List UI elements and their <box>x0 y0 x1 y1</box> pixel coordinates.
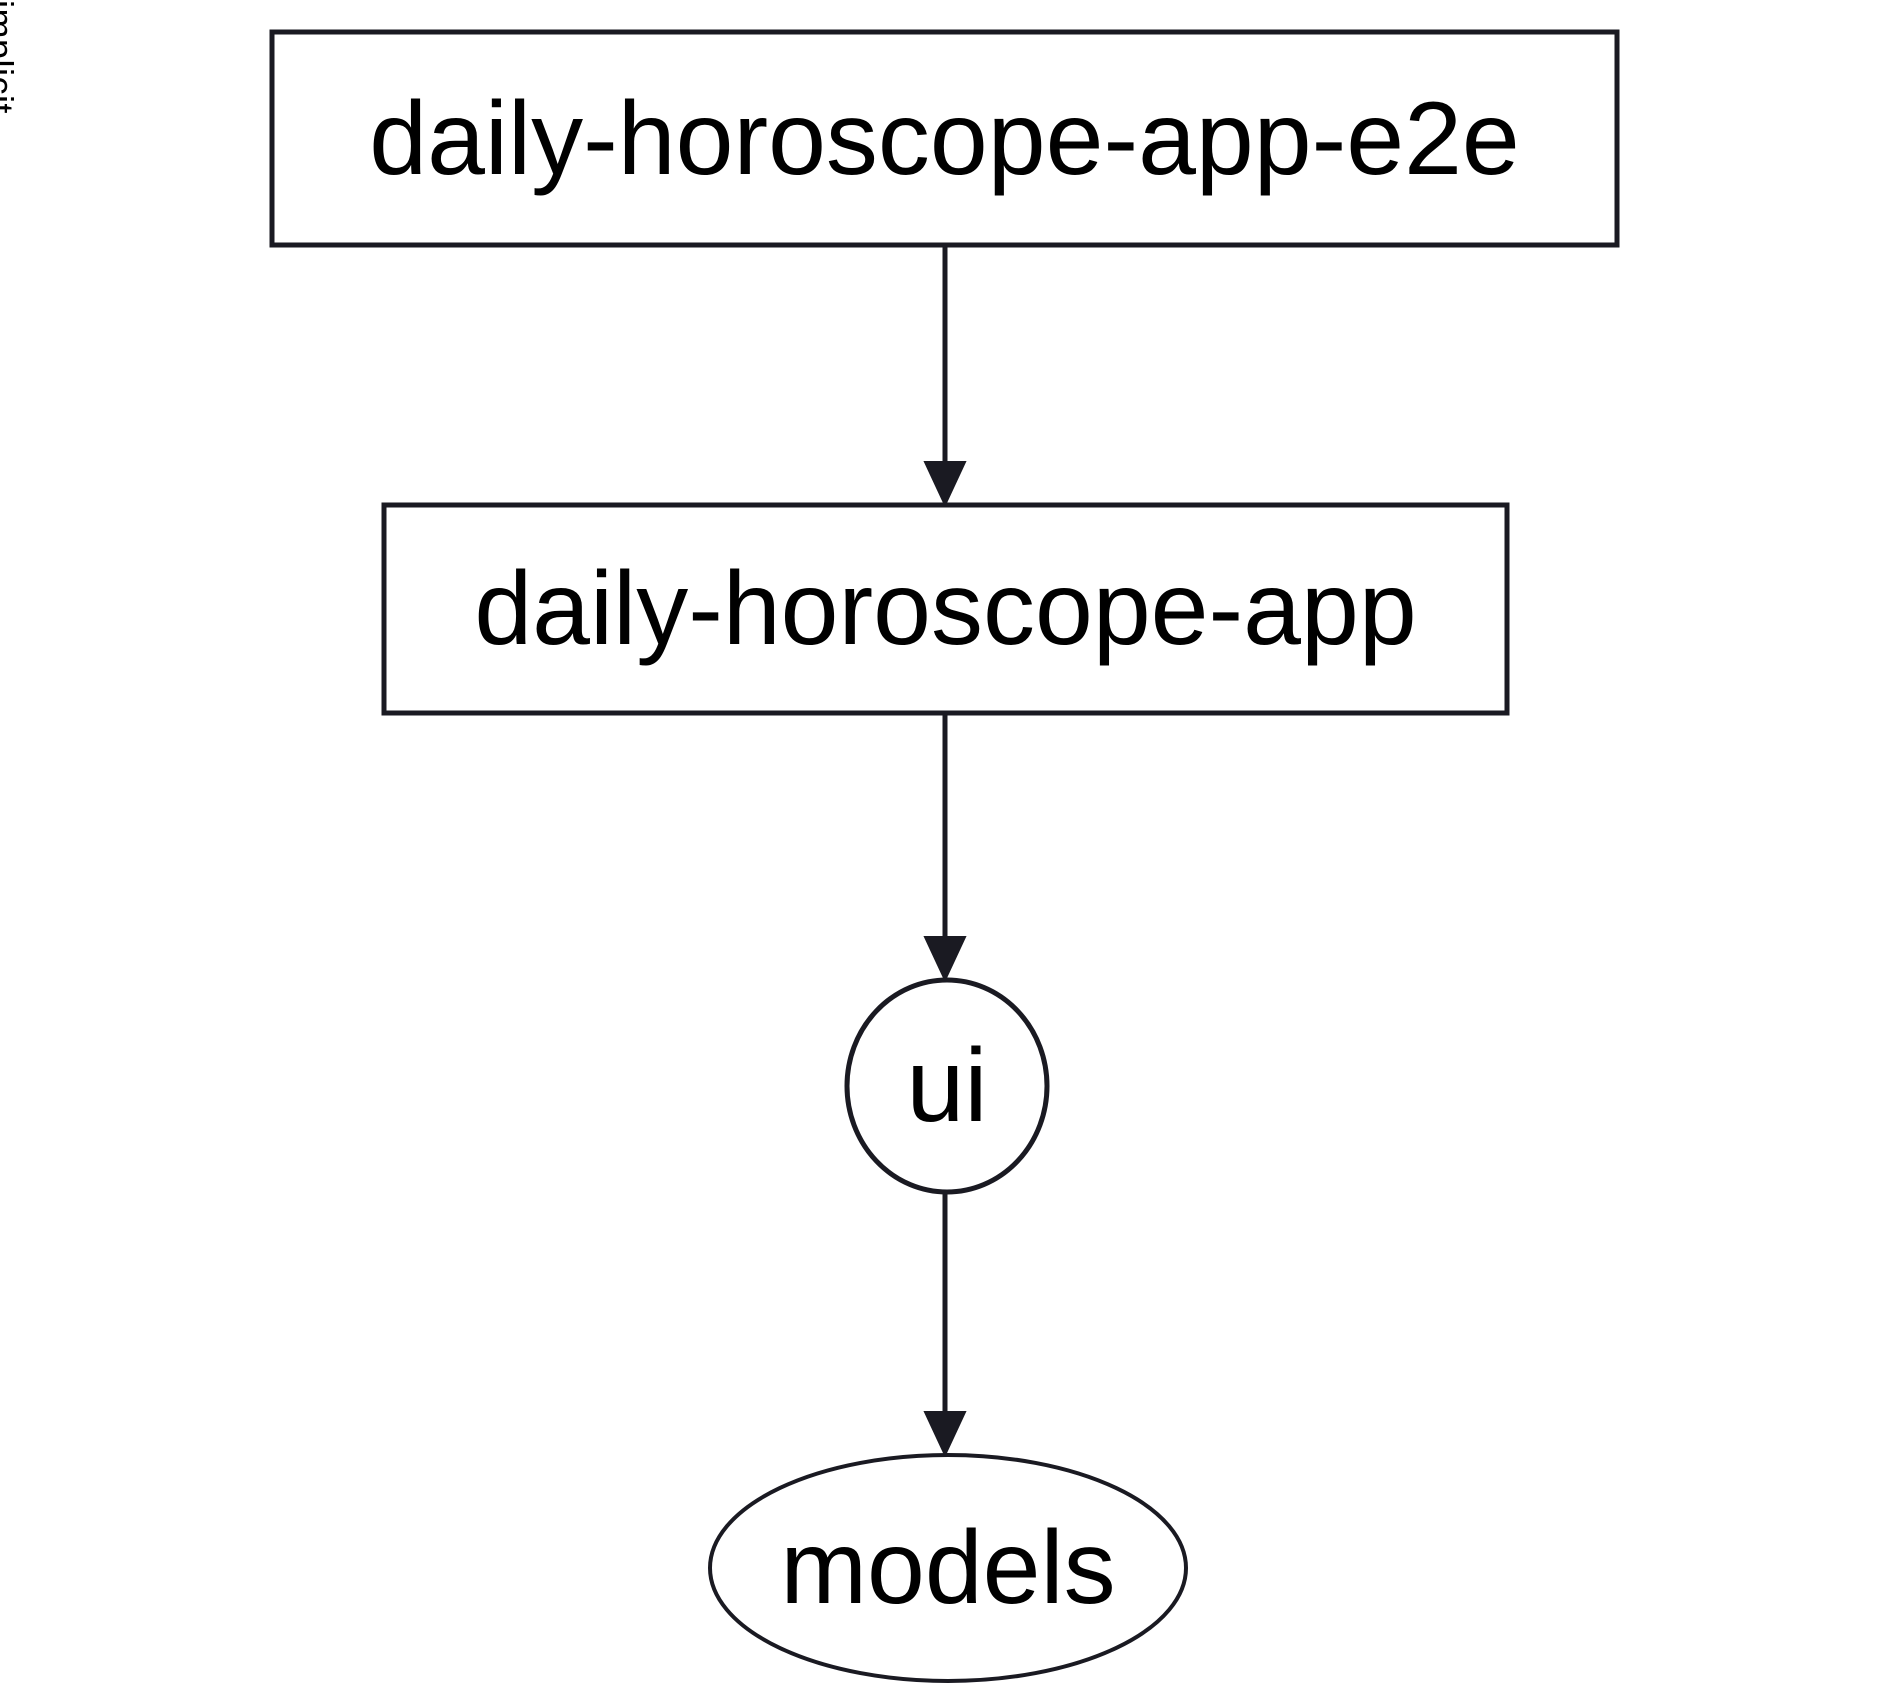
node-shape-ui[interactable] <box>844 977 1050 1195</box>
edge-arrowhead-e2e-to-app <box>923 461 967 508</box>
node-shape-daily-horoscope-app[interactable] <box>381 502 1510 716</box>
node-shape-daily-horoscope-app-e2e[interactable] <box>269 29 1620 248</box>
edge-arrowhead-ui-to-models <box>923 1411 967 1458</box>
edge-label-implicit: implicit <box>0 0 21 115</box>
edge-arrowhead-app-to-ui <box>923 936 967 983</box>
node-shape-models[interactable] <box>708 1453 1188 1683</box>
